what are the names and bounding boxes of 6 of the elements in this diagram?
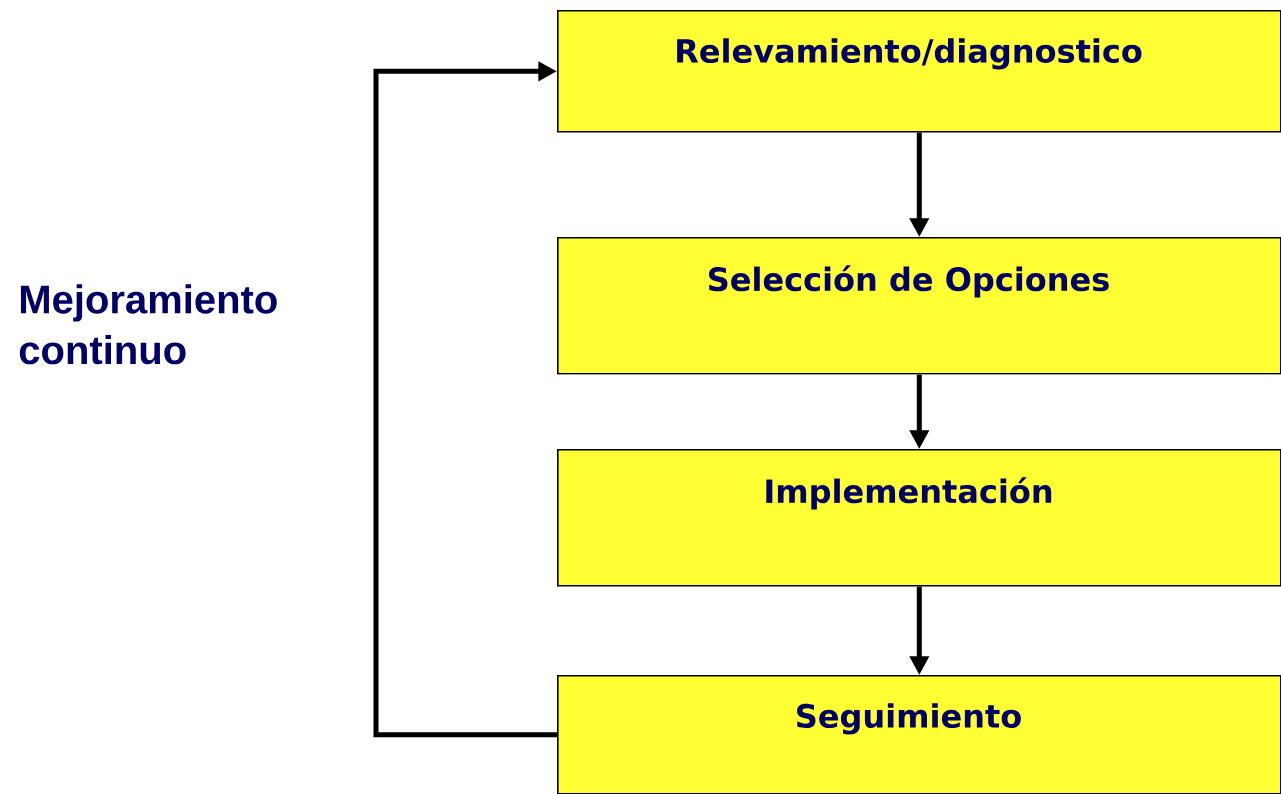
process-box: Seguimiento	[557, 675, 1281, 794]
side-label: Mejoramiento continuo	[19, 284, 277, 365]
process-box: Relevamiento/diagnostico	[557, 10, 1281, 133]
process-box: Selección de Opciones	[557, 237, 1281, 375]
arrow	[373, 61, 557, 738]
process-box: Implementación	[557, 449, 1281, 587]
